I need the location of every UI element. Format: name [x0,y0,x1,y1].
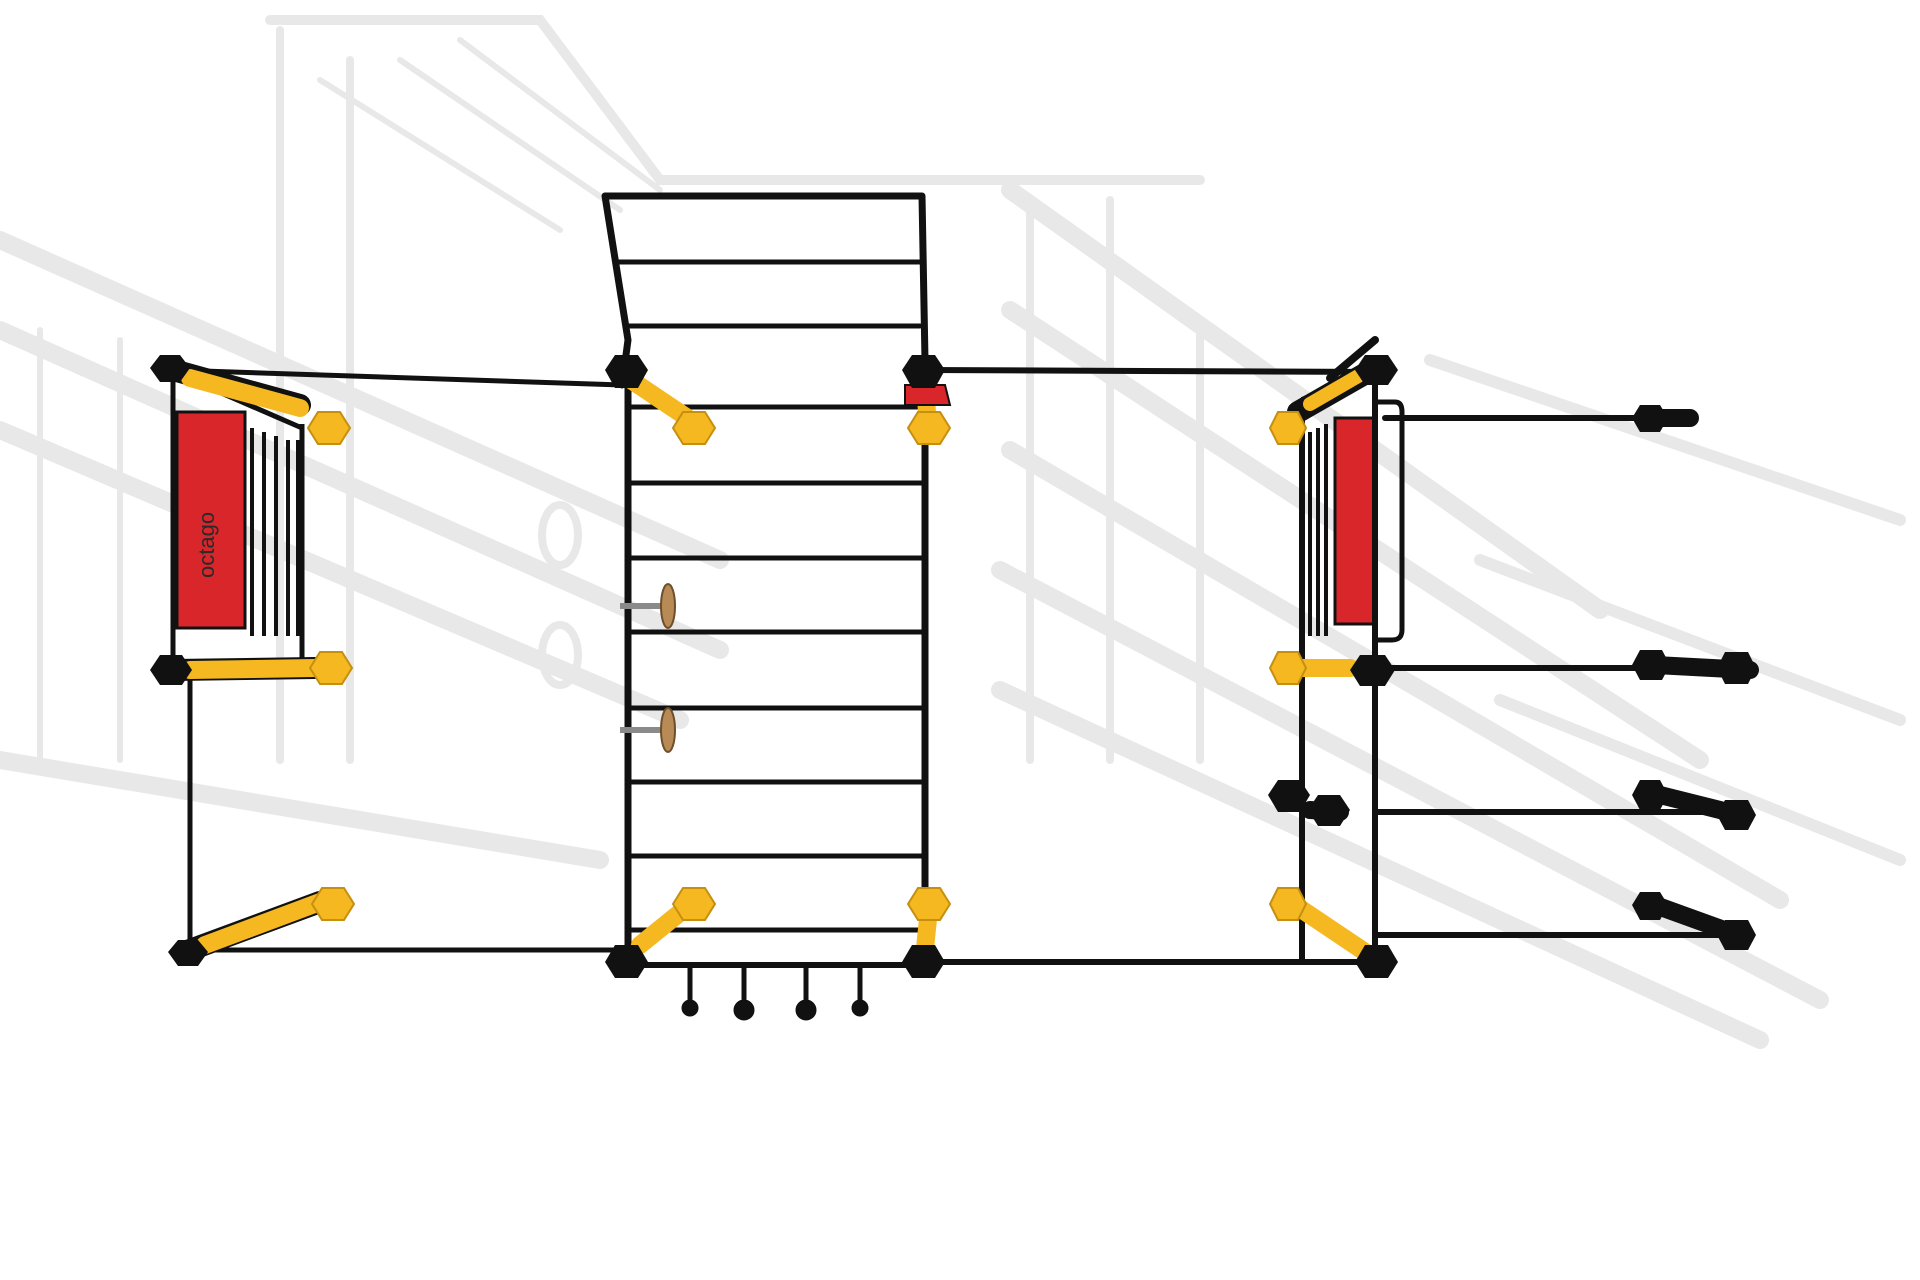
left-frame [170,367,625,958]
left-climbing-wall: octago [170,369,305,666]
black-joint [150,355,190,382]
black-joint [1268,780,1310,812]
black-joint [1632,405,1668,432]
red-panel-left [175,410,247,630]
yellow-foot [310,887,356,921]
yellow-foot [1268,887,1308,921]
wooden-pegs [620,583,676,753]
yellow-foot [671,887,717,921]
left-yellow-posts [162,359,331,961]
black-joint [1308,795,1350,826]
black-joint [1355,355,1398,385]
black-joint [1632,892,1668,920]
black-joint [1717,652,1756,684]
black-joint [168,940,208,966]
black-joint [1355,945,1398,978]
hanging-knobs [628,962,925,1021]
yellow-foot [671,411,717,445]
black-joint [1632,650,1670,680]
footings [150,355,1756,978]
black-joint [605,355,648,388]
brand-label: octago [194,512,219,578]
black-joint [902,355,945,388]
black-joint [150,655,192,685]
yellow-foot [1268,651,1308,685]
grab-handle [1375,399,1405,643]
yellow-foot [1268,411,1308,445]
yellow-foot [306,411,352,445]
yellow-foot [308,651,354,685]
black-joint [1717,800,1756,830]
yellow-foot [906,887,952,921]
black-joint [902,945,945,978]
black-joint [605,945,648,978]
black-joint [1717,920,1756,950]
red-panel-right [1333,416,1377,626]
black-joint [1350,655,1395,686]
yellow-foot [906,411,952,445]
black-joint [1632,780,1668,810]
